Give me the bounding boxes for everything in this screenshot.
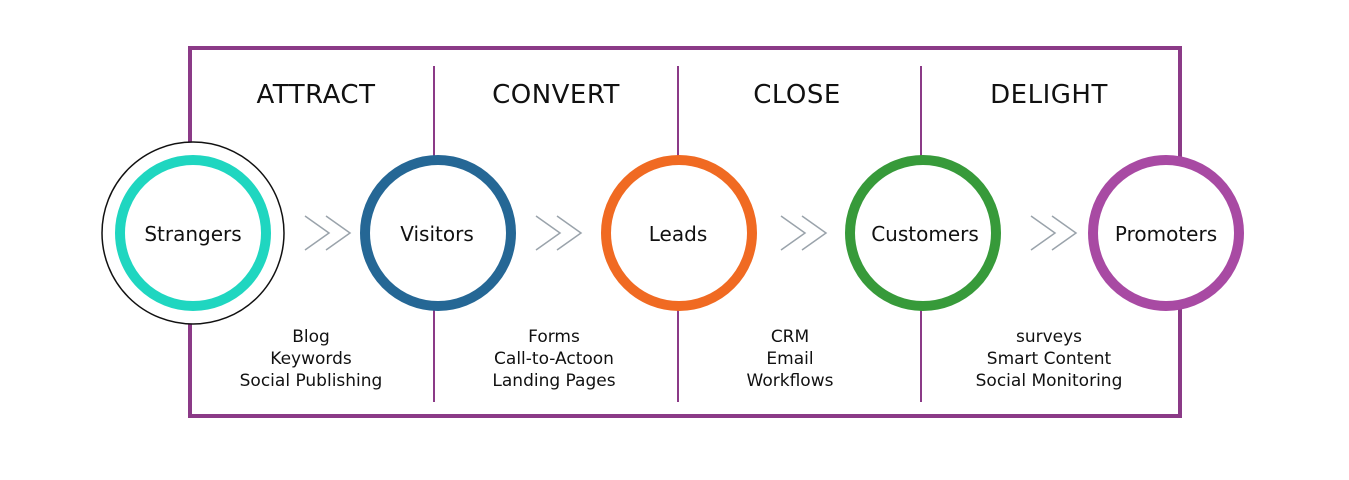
stage-title-close: CLOSE bbox=[753, 80, 841, 110]
tool-item: Landing Pages bbox=[492, 371, 616, 391]
persona-ring-customers bbox=[845, 155, 1001, 311]
stage-title-delight: DELIGHT bbox=[990, 80, 1108, 110]
double-chevron-right-icon bbox=[304, 215, 352, 251]
chevron-right-icon bbox=[801, 215, 828, 251]
double-chevron-right-icon bbox=[780, 215, 828, 251]
chevron-right-icon bbox=[535, 215, 562, 251]
tools-attract: Blog Keywords Social Publishing bbox=[191, 326, 431, 392]
double-chevron-right-icon bbox=[535, 215, 583, 251]
tool-item: Workflows bbox=[746, 371, 834, 391]
tools-convert: Forms Call-to-Actoon Landing Pages bbox=[434, 326, 674, 392]
stage-title-convert: CONVERT bbox=[492, 80, 620, 110]
tool-item: Call-to-Actoon bbox=[494, 349, 614, 369]
persona-ring-visitors bbox=[360, 155, 516, 311]
stage-title-attract: ATTRACT bbox=[256, 80, 376, 110]
persona-leads: Leads bbox=[648, 222, 708, 246]
tool-item: Blog bbox=[292, 327, 330, 347]
tools-close: CRM Email Workflows bbox=[670, 326, 910, 392]
chevron-right-icon bbox=[780, 215, 807, 251]
tools-delight: surveys Smart Content Social Monitoring bbox=[929, 326, 1169, 392]
chevron-right-icon bbox=[556, 215, 583, 251]
chevron-right-icon bbox=[304, 215, 331, 251]
tool-item: Smart Content bbox=[986, 349, 1112, 369]
tool-item: Email bbox=[766, 349, 814, 369]
tool-item: Keywords bbox=[270, 349, 352, 369]
persona-ring-promoters bbox=[1088, 155, 1244, 311]
persona-promoters: Promoters bbox=[1114, 222, 1218, 246]
tool-item: Social Publishing bbox=[239, 371, 383, 391]
tool-item: CRM bbox=[770, 327, 810, 347]
tool-item: surveys bbox=[1015, 327, 1083, 347]
persona-visitors: Visitors bbox=[400, 222, 474, 246]
chevron-right-icon bbox=[1051, 215, 1078, 251]
chevron-right-icon bbox=[325, 215, 352, 251]
persona-ring-leads bbox=[601, 155, 757, 311]
tool-item: Social Monitoring bbox=[975, 371, 1123, 391]
persona-customers: Customers bbox=[871, 222, 979, 246]
persona-ring-strangers bbox=[115, 155, 271, 311]
tool-item: Forms bbox=[528, 327, 580, 347]
chevron-right-icon bbox=[1030, 215, 1057, 251]
double-chevron-right-icon bbox=[1030, 215, 1078, 251]
persona-strangers: Strangers bbox=[144, 222, 242, 246]
